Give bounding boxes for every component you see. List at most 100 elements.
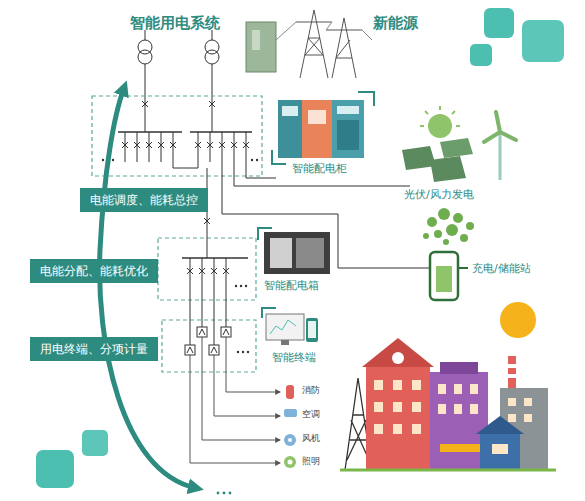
dots: [237, 351, 239, 353]
dashed-group: [92, 96, 262, 372]
city-picture: [470, 404, 478, 414]
power-tower: [296, 10, 332, 78]
busbar-wiring: [195, 142, 249, 148]
dots: [245, 285, 247, 287]
city-picture: [524, 414, 532, 422]
busbar-wiring: [125, 132, 173, 162]
city-picture: [470, 384, 478, 394]
transformer-symbol: [145, 64, 146, 132]
solar-wind-picture: [456, 125, 460, 127]
charging-picture: [423, 208, 474, 245]
city-picture: [524, 398, 532, 406]
load-wiring: [190, 337, 280, 463]
load-icon: [284, 456, 296, 468]
charging-picture: [466, 222, 474, 230]
dots: [235, 285, 237, 287]
city-picture: [392, 352, 404, 364]
power-tower: [246, 10, 372, 78]
load-label: 消防: [302, 386, 320, 396]
distribution-box-picture: [264, 232, 330, 274]
charging-picture: [460, 234, 468, 242]
terminal-picture: [281, 340, 289, 345]
distribution-box-picture: [270, 238, 292, 268]
cabinet-picture: [308, 110, 326, 124]
transformer-symbol: [138, 50, 152, 64]
city-picture: [430, 372, 488, 470]
city-picture: [362, 338, 434, 367]
load-wiring: [214, 355, 280, 416]
power-tower: [252, 30, 260, 50]
city-picture: [374, 380, 383, 390]
busbar-wiring: [182, 257, 248, 259]
meter-symbol: [211, 347, 217, 353]
distribution-box-picture: [258, 228, 330, 274]
city-picture: [374, 380, 532, 454]
load-label: 风机: [302, 434, 320, 444]
dots: [229, 492, 232, 495]
distribution-box-picture: [258, 228, 272, 240]
cabinet-picture: [337, 106, 359, 114]
city-picture: [412, 380, 421, 390]
city-picture: [440, 444, 480, 452]
load-icon: [288, 460, 293, 465]
city-picture: [393, 424, 402, 434]
city-picture: [340, 469, 556, 472]
busbar-wiring: [122, 142, 176, 148]
dots: [256, 159, 258, 161]
city-picture: [438, 404, 446, 414]
load-label: 空调: [302, 410, 320, 420]
city-picture: [412, 402, 421, 412]
solar-wind-picture: [402, 106, 516, 182]
city-picture: [366, 365, 430, 470]
solar-wind-picture: [428, 114, 452, 138]
terminal-picture: [306, 318, 318, 342]
dots: [112, 159, 114, 161]
charging-picture: [423, 233, 429, 239]
solar-wind-picture: [452, 111, 455, 114]
transformer-symbol: [212, 30, 213, 40]
city-picture: [374, 424, 383, 434]
city-picture: [508, 356, 516, 388]
section-heading: 新能源: [373, 15, 418, 32]
busbar-wiring: [173, 162, 198, 168]
power-tower: [246, 22, 276, 72]
solar-wind-picture: [439, 106, 441, 110]
solar-wind-picture: [499, 132, 502, 180]
meter-symbol: [197, 327, 207, 337]
meter-symbol: [209, 345, 219, 355]
solar-wind-picture: [420, 125, 424, 127]
busbar-wiring: [118, 131, 182, 133]
city-picture: [508, 414, 516, 422]
meter-symbol: [223, 329, 229, 335]
city-picture: [440, 362, 478, 374]
load-label: 照明: [302, 457, 320, 467]
dots: [247, 351, 249, 353]
city-picture: [476, 416, 524, 434]
terminal-picture: [262, 308, 276, 318]
part-label: 智能配电箱: [264, 280, 319, 292]
transformer-symbol: [145, 30, 146, 40]
deco-squares: [36, 8, 564, 488]
box-text: 电能调度、能耗总控: [90, 193, 198, 208]
solar-wind-picture: [420, 106, 460, 126]
part-label: 智能终端: [272, 352, 316, 364]
city-picture: [508, 398, 516, 406]
dots: [102, 159, 104, 161]
busbar-wiring: [190, 131, 252, 133]
stage-box: 电能调度、能耗总控: [80, 188, 208, 212]
dots: [251, 159, 253, 161]
dashed-group: [162, 320, 256, 372]
meter-symbol: [185, 345, 195, 355]
city-picture: [480, 432, 520, 470]
terminal-picture: [266, 314, 304, 340]
stage-box: 电能分配、能耗优化: [30, 259, 158, 283]
city-picture: [412, 424, 421, 434]
deco-squares: [484, 8, 514, 38]
distribution-box-picture: [296, 238, 324, 268]
cabinet-picture: [272, 92, 374, 164]
busbar-wiring: [207, 168, 208, 258]
load-icon: [286, 385, 294, 399]
busbar-wiring: [234, 162, 410, 186]
meter-symbol: [199, 329, 205, 335]
load-wiring: [226, 337, 280, 392]
